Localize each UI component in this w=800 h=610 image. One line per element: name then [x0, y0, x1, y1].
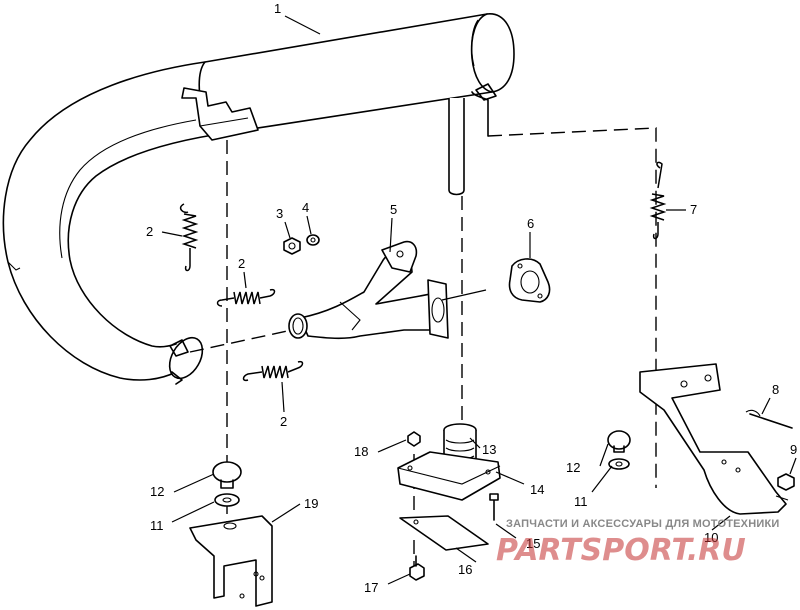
y-manifold-part-5 — [288, 240, 449, 340]
spring-middle-left — [216, 288, 276, 307]
watermark: ЗАПЧАСТИ И АКСЕССУАРЫ ДЛЯ МОТОТЕХНИКИ PA… — [496, 518, 779, 568]
washer-right — [608, 458, 630, 470]
watermark-logo: PARTSPORT.RU — [496, 533, 746, 568]
callout-11-left: 11 — [150, 518, 164, 533]
spring-upper-left — [179, 203, 199, 272]
bolt-part-17 — [409, 555, 425, 581]
callout-1: 1 — [274, 1, 281, 16]
callout-6: 6 — [527, 216, 534, 231]
callout-2-upper: 2 — [146, 224, 153, 239]
callout-9: 9 — [790, 442, 797, 457]
plate-part-16 — [399, 515, 489, 551]
nut-part-9 — [777, 473, 795, 491]
bolt-part-15 — [489, 493, 499, 521]
washer-left — [214, 493, 240, 507]
callout-4: 4 — [302, 200, 309, 215]
callout-12-left: 12 — [150, 484, 164, 499]
rubber-damper-left — [212, 461, 242, 489]
callout-2-lower: 2 — [280, 414, 287, 429]
callout-17: 17 — [364, 580, 378, 595]
rubber-damper-right — [607, 430, 631, 453]
callout-labels: 1 2 2 2 3 4 5 6 7 8 9 10 11 11 12 12 13 … — [146, 1, 797, 595]
callout-8: 8 — [772, 382, 779, 397]
callout-14: 14 — [530, 482, 544, 497]
watermark-tagline: ЗАПЧАСТИ И АКСЕССУАРЫ ДЛЯ МОТОТЕХНИКИ — [506, 518, 779, 530]
callout-11-right: 11 — [574, 494, 588, 509]
callout-16: 16 — [458, 562, 472, 577]
callout-12-right: 12 — [566, 460, 580, 475]
left-bracket-part-19 — [189, 515, 273, 607]
mount-plate-part-14 — [397, 451, 501, 501]
muffler-assembly — [2, 13, 515, 385]
washer-part-4 — [306, 234, 320, 246]
callout-3: 3 — [276, 206, 283, 221]
callout-10: 10 — [704, 530, 718, 545]
spring-lower-left — [242, 360, 304, 382]
leader-lines — [161, 15, 797, 585]
spring-right — [649, 161, 667, 240]
right-bracket-part-10 — [639, 363, 793, 515]
callout-13: 13 — [482, 442, 496, 457]
callout-7: 7 — [690, 202, 697, 217]
callout-18: 18 — [354, 444, 368, 459]
callout-19: 19 — [304, 496, 318, 511]
nut-part-3 — [283, 237, 301, 255]
gasket-part-6 — [508, 258, 551, 303]
callout-2-middle: 2 — [238, 256, 245, 271]
nut-part-18 — [407, 431, 421, 447]
callout-5: 5 — [390, 202, 397, 217]
callout-15: 15 — [526, 536, 540, 551]
